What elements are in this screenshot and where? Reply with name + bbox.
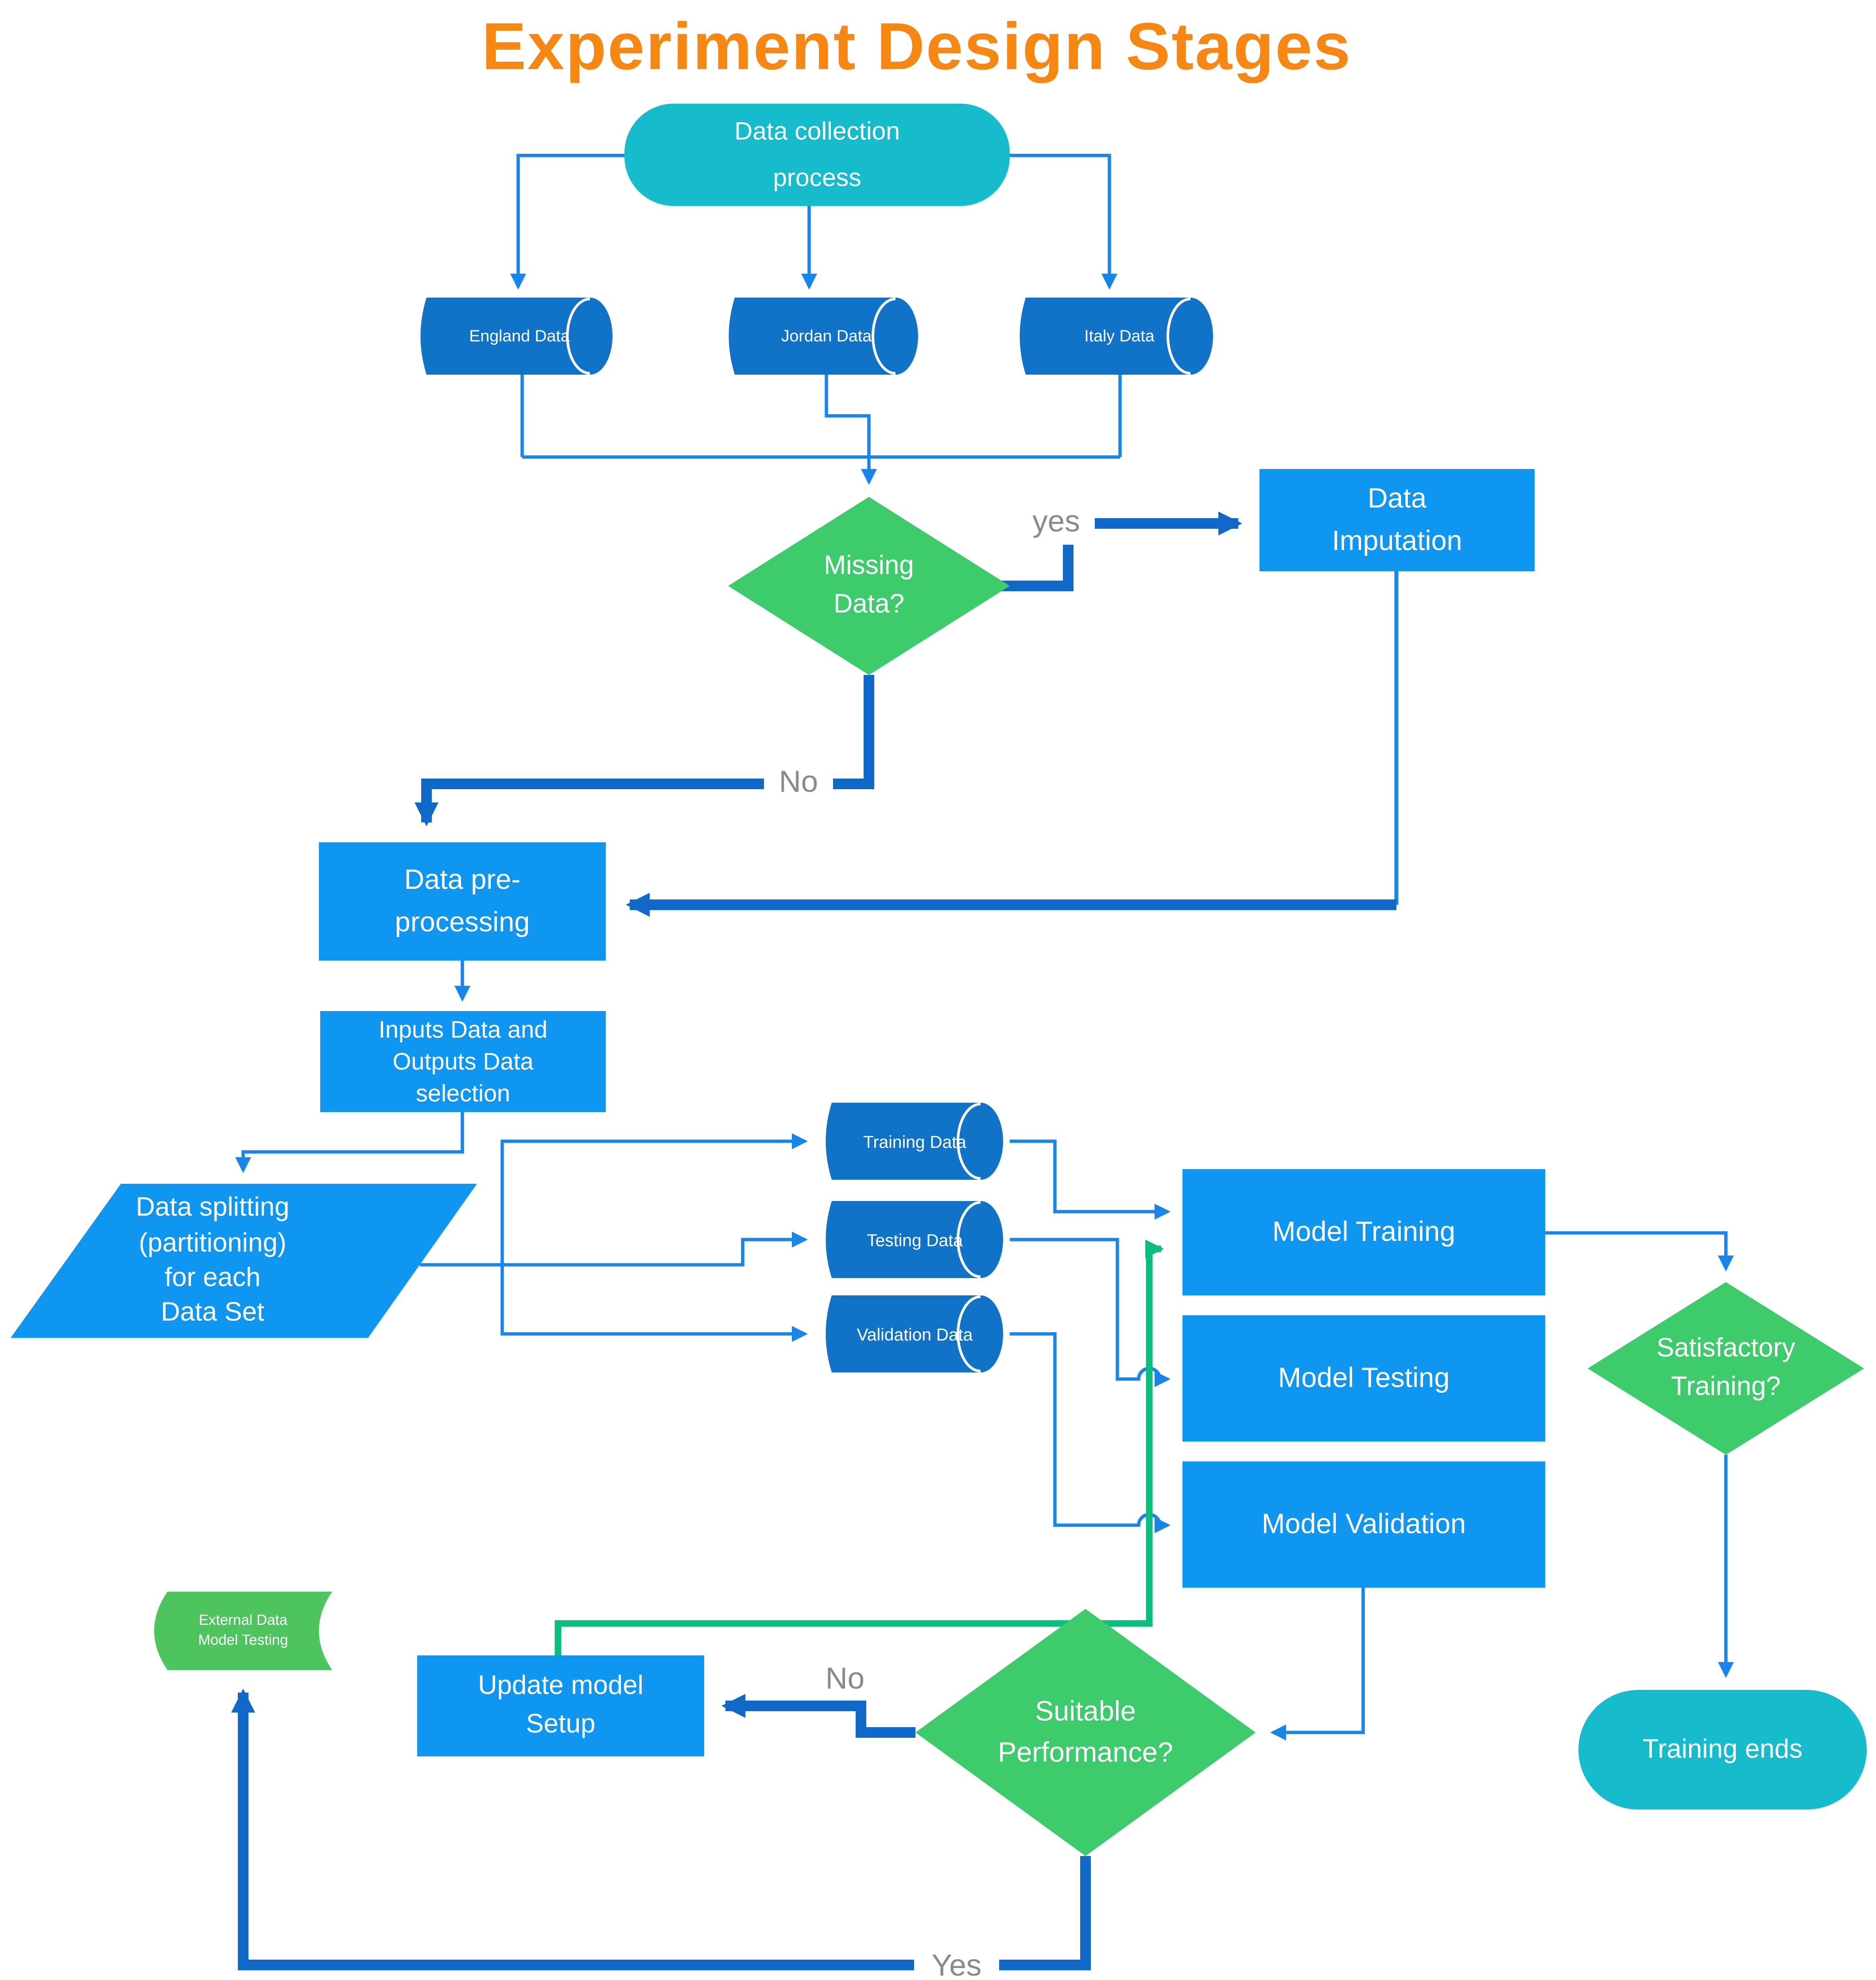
page-title: Experiment Design Stages <box>481 9 1352 84</box>
edge-model-validation-to-suitable <box>1270 1588 1365 1740</box>
edge-splitting-to-validation-data <box>500 1265 808 1342</box>
testing-data-cylinder-cap-icon <box>957 1201 981 1278</box>
jordan-cylinder <box>729 298 918 375</box>
data-collection-terminator <box>624 104 1010 206</box>
training-ends-terminator <box>1578 1690 1867 1810</box>
edge-label-no-update: No <box>810 1655 880 1701</box>
edge-collection-to-england <box>510 154 624 290</box>
england-cylinder <box>420 298 612 375</box>
edge-testing-data-to-model-testing <box>1010 1238 1171 1387</box>
edge-label-yes-loop: Yes <box>914 1940 999 1980</box>
edge-validation-data-to-model-validation <box>1010 1332 1171 1533</box>
edge-update-to-model-training <box>554 1240 1164 1655</box>
italy-cylinder-cap-icon <box>1167 298 1191 375</box>
validation-data-cylinder <box>826 1295 1003 1372</box>
edge-training-data-to-model-training <box>1010 1139 1171 1220</box>
missing-data-diamond <box>728 497 1010 675</box>
model-training-box <box>1182 1169 1545 1295</box>
edge-selection-to-splitting <box>235 1112 464 1173</box>
italy-cylinder <box>1019 298 1213 375</box>
edge-merge-england-italy <box>520 375 1122 459</box>
satisfactory-training-diamond <box>1588 1282 1864 1455</box>
training-data-cylinder <box>826 1103 1003 1180</box>
data-preprocessing-box <box>319 842 606 961</box>
model-validation-box <box>1182 1461 1545 1588</box>
england-cylinder-cap-icon <box>566 298 590 375</box>
edge-suitable-yes-to-external <box>231 1689 1091 1970</box>
edge-label-no: No <box>764 757 833 805</box>
edge-missing-no-to-preprocess <box>415 675 874 826</box>
testing-data-cylinder <box>826 1201 1003 1278</box>
model-testing-box <box>1182 1315 1545 1441</box>
edge-splitting-to-testing-data <box>420 1232 808 1267</box>
edge-jordan-to-missing <box>825 375 877 485</box>
data-imputation-box <box>1260 469 1535 571</box>
edge-missing-yes-to-imputation <box>996 511 1242 591</box>
edge-label-yes: yes <box>1018 497 1095 545</box>
edge-splitting-to-training-data <box>500 1133 808 1265</box>
suitable-performance-diamond <box>915 1609 1256 1856</box>
validation-data-cylinder-cap-icon <box>957 1295 981 1372</box>
selection-box <box>320 1011 606 1112</box>
external-data-stored-shape <box>154 1592 332 1670</box>
training-data-cylinder-cap-icon <box>957 1103 981 1180</box>
data-splitting-parallelogram <box>11 1184 477 1338</box>
edge-suitable-no-to-update <box>721 1694 915 1738</box>
update-model-box <box>417 1655 704 1756</box>
jordan-cylinder-cap-icon <box>872 298 896 375</box>
edge-model-training-to-satisfactory <box>1545 1231 1734 1271</box>
edge-collection-to-italy <box>1010 154 1117 290</box>
